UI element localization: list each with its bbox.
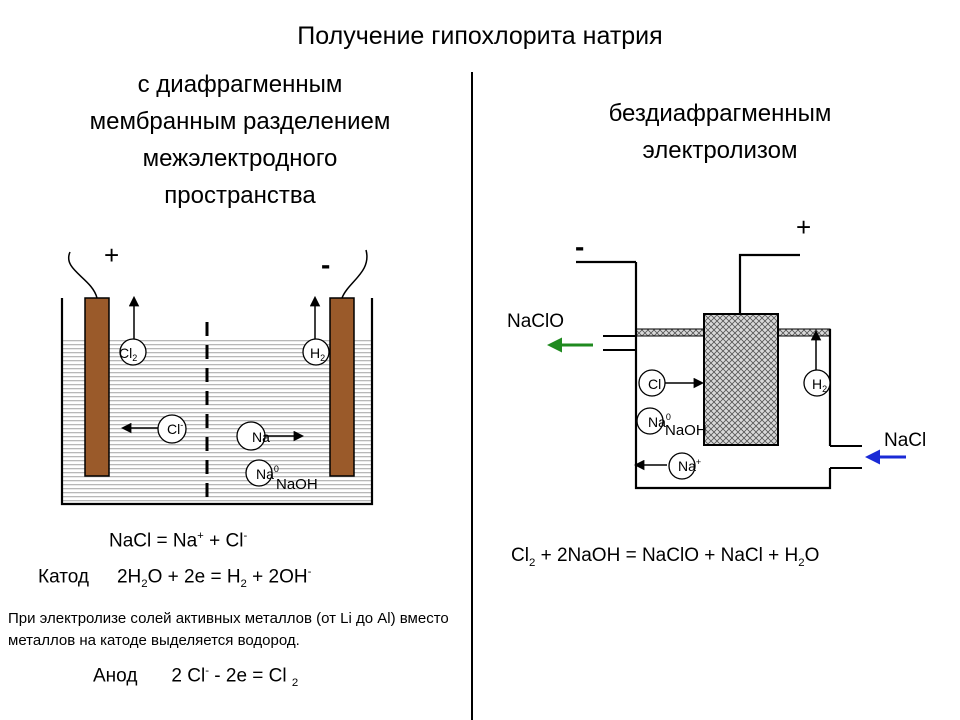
left-heading-line: межэлектродного	[142, 145, 338, 172]
electrolysis-note: При электролизе солей активных металлов …	[8, 610, 449, 649]
eq-text: + 2NaOH = NaClO + NaCl + H	[535, 545, 799, 566]
anode-electrode	[84, 297, 110, 477]
eq-sub: 2	[528, 556, 536, 569]
anode-plus-sign: +	[104, 240, 119, 270]
ion-bubble	[302, 338, 330, 366]
ion-bubble	[636, 407, 664, 435]
ion-label-na0: Na0	[256, 464, 279, 482]
ion-bubble	[245, 459, 273, 487]
naoh-label: NaOH	[276, 476, 318, 493]
ion-label-h2: H2	[812, 376, 827, 394]
ion-label-na: Na	[252, 429, 270, 445]
diaphragmless-cell: - + NaClO NaCl Cl H2 Na0 NaOH Na+	[507, 212, 926, 490]
ion-label-cl: Cl-	[167, 420, 183, 437]
ion-label-cl: Cl	[648, 376, 661, 392]
ion-bubble	[157, 414, 187, 444]
eq-sup: +	[197, 530, 204, 542]
right-heading: бездиафрагменным электролизом	[520, 95, 920, 169]
ion-bubble	[668, 452, 696, 480]
right-heading-line: бездиафрагменным	[608, 100, 832, 127]
nacl-label: NaCl	[884, 430, 926, 451]
page-title: Получение гипохлорита натрия	[297, 22, 663, 50]
ion-label-cl2: Cl2	[119, 345, 137, 363]
ion-bubble	[638, 369, 666, 397]
cell-vessel	[634, 336, 832, 490]
ion-label-h2: H2	[310, 345, 325, 363]
membrane-cell: + - Cl2 H2 Cl- Na Na0 NaOH	[60, 240, 374, 506]
electrolyte	[62, 339, 372, 504]
ion-label-na-plus: Na+	[678, 457, 701, 474]
anode-plus-sign: +	[796, 212, 811, 242]
eq-text: - 2e = Cl	[209, 665, 292, 687]
hypochlorite-equation: Cl2 + 2NaOH = NaClO + NaCl + H2O	[511, 545, 819, 569]
anode-lead	[738, 253, 800, 314]
eq-sub: 2	[798, 556, 805, 569]
eq-text: 2 Cl	[171, 665, 206, 687]
eq-text: 2H	[116, 566, 142, 588]
eq-text: + 2OH	[246, 566, 308, 588]
cathode-minus-sign: -	[321, 249, 330, 280]
anode-label: Анод	[93, 665, 138, 687]
eq-sub: 2	[291, 677, 299, 690]
ion-bubble	[236, 421, 266, 451]
cathode-label: Катод	[38, 566, 89, 588]
left-heading: с диафрагменным мембранным разделением м…	[30, 66, 450, 214]
dissociation-equation: NaCl = Na+ + Cl-	[109, 530, 247, 552]
eq-text: + Cl	[203, 530, 244, 552]
anode-block	[703, 313, 779, 446]
eq-text: Cl	[511, 545, 529, 566]
cathode-wire	[341, 249, 368, 299]
left-heading-line: пространства	[164, 182, 316, 209]
cathode-minus-sign: -	[575, 231, 584, 262]
eq-sub: 2	[240, 578, 247, 591]
naclo-label: NaClO	[507, 311, 564, 332]
left-heading-line: с диафрагменным	[137, 71, 343, 98]
naoh-label: NaOH	[665, 422, 707, 439]
ion-label-na0: Na0	[648, 412, 671, 430]
eq-sup: -	[205, 665, 209, 677]
ion-bubble	[119, 338, 147, 366]
eq-text: O	[804, 545, 820, 566]
left-heading-line: мембранным разделением	[89, 108, 391, 135]
eq-sup: -	[307, 566, 312, 578]
eq-sup: -	[243, 530, 248, 542]
right-heading-line: электролизом	[642, 137, 798, 164]
cell-vessel	[60, 298, 374, 506]
cathode-electrode	[329, 297, 355, 477]
eq-text: NaCl = Na	[109, 530, 198, 552]
eq-sub: 2	[141, 578, 148, 591]
column-divider	[471, 72, 473, 720]
eq-text: O + 2e = H	[147, 566, 241, 588]
anode-equation: Анод 2 Cl- - 2e = Cl 2	[93, 665, 298, 689]
ion-bubble	[803, 369, 831, 397]
anode-wire	[67, 251, 98, 299]
